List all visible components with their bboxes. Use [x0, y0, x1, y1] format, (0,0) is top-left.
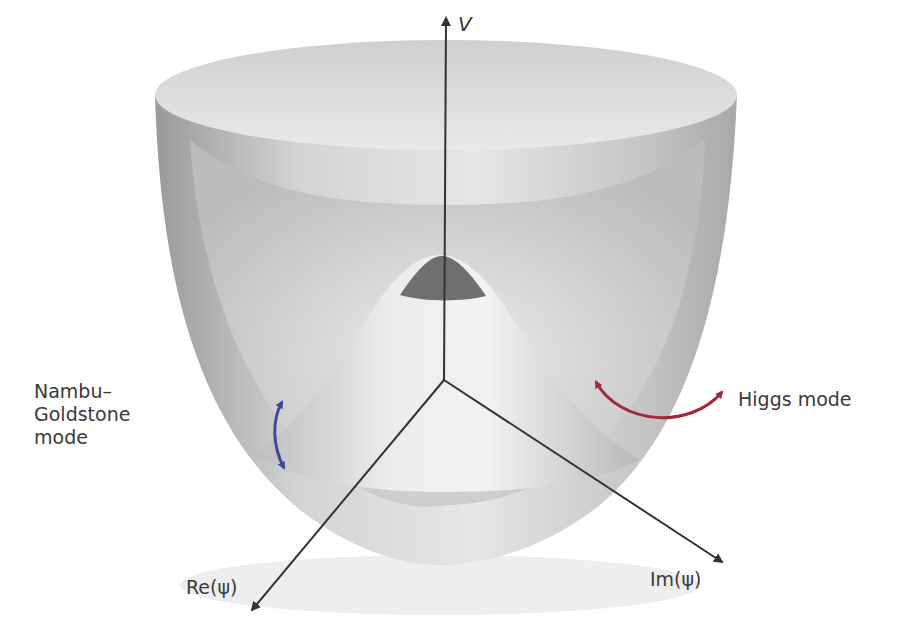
axis-label: Im(ψ): [650, 568, 730, 591]
axis-label: V: [458, 12, 498, 36]
mode-label: Higgs mode: [738, 388, 888, 411]
axis-label: Re(ψ): [186, 576, 266, 599]
mode-label: Nambu–Goldstone mode: [34, 380, 144, 448]
